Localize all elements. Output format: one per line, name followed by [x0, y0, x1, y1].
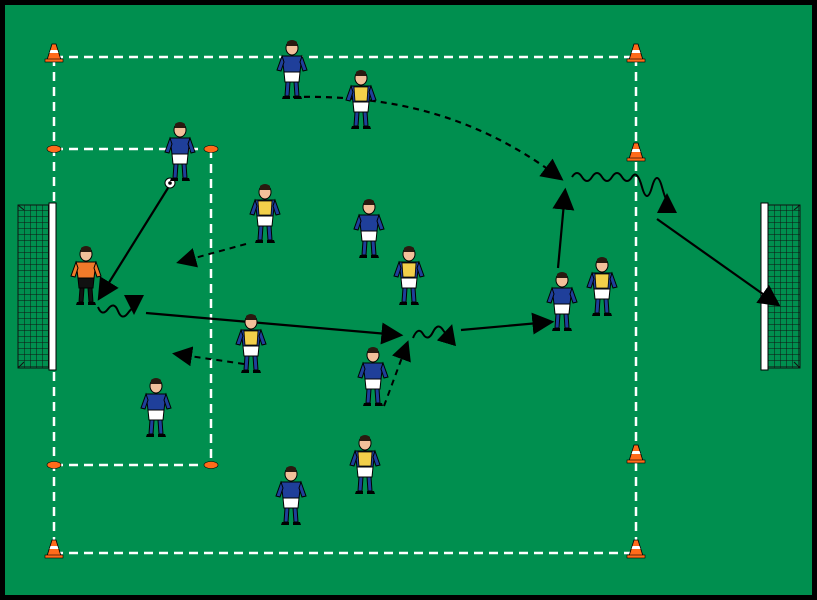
- pass-arrow: [145, 311, 404, 345]
- shot-arrow: [656, 218, 781, 307]
- inner-zone-lines: [54, 147, 213, 467]
- disc-marker-icon: [46, 145, 62, 153]
- dribble-arrow: [412, 324, 456, 347]
- pass-arrow: [552, 187, 575, 269]
- dashed-run-arrow: [172, 346, 245, 367]
- dashed-run-arrow: [292, 95, 564, 181]
- pitch-surface: [5, 5, 812, 595]
- disc-marker-icon: [203, 461, 219, 469]
- dribble-arrow: [97, 294, 144, 318]
- disc-marker-icon: [203, 145, 219, 153]
- disc-marker-icon: [46, 461, 62, 469]
- pass-arrow: [460, 312, 555, 335]
- dashed-run-arrow: [383, 340, 411, 407]
- pass-arrow: [97, 187, 169, 301]
- goal-net-icon: [760, 202, 801, 371]
- dribble-arrow: [571, 172, 677, 214]
- goal-net-icon: [17, 202, 57, 371]
- movement-lines: [97, 95, 781, 407]
- dashed-run-arrow: [176, 243, 247, 268]
